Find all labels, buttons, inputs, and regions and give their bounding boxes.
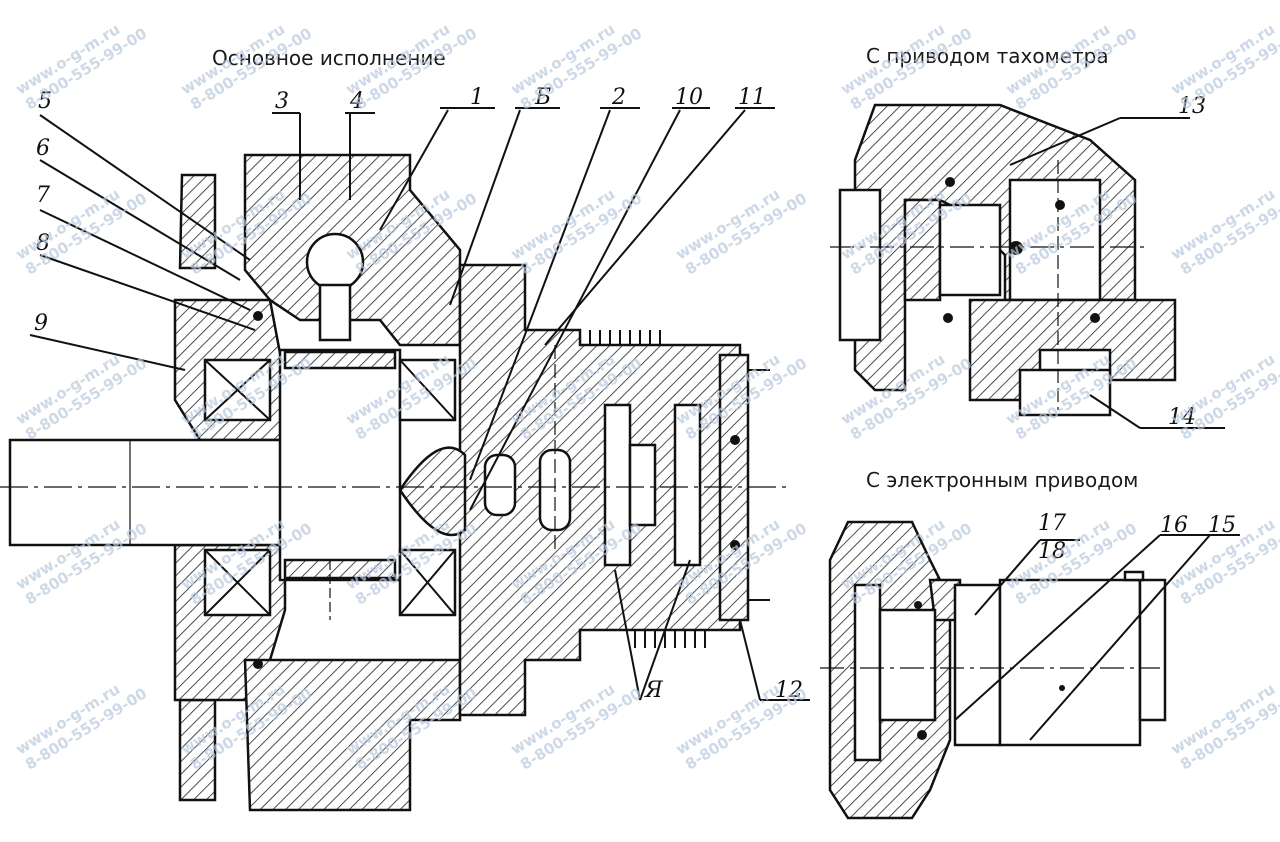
main-view-caption: Основное исполнение — [212, 46, 446, 70]
label-15: 15 — [1208, 513, 1236, 538]
tachometer-drive-drawing — [830, 103, 1177, 417]
label-18: 18 — [1038, 539, 1066, 564]
label-10: 10 — [675, 85, 703, 110]
label-16: 16 — [1160, 513, 1188, 538]
label-4: 4 — [349, 89, 364, 114]
label-2: 2 — [611, 85, 626, 110]
label-12: 12 — [775, 678, 803, 703]
leader-lines-main — [29, 107, 810, 701]
label-1: 1 — [470, 85, 484, 110]
label-11: 11 — [738, 85, 766, 110]
electronic-drive-drawing — [820, 520, 1167, 820]
label-9: 9 — [34, 311, 48, 336]
label-8: 8 — [36, 231, 50, 256]
label-14: 14 — [1168, 405, 1196, 430]
leader-lines-tachometer — [1009, 117, 1225, 429]
tachometer-view-caption: С приводом тахометра — [866, 44, 1109, 68]
main-assembly-drawing — [0, 153, 790, 812]
label-3: 3 — [275, 89, 289, 114]
label-B: Б — [534, 85, 551, 110]
label-5: 5 — [38, 89, 52, 114]
label-7: 7 — [36, 183, 50, 208]
leader-lines-electronic — [954, 534, 1240, 741]
part-labels-main: 5 6 7 8 9 3 4 1 Б 2 10 11 Я 12 — [34, 85, 803, 703]
electronic-view-caption: С электронным приводом — [866, 468, 1139, 492]
label-13: 13 — [1178, 94, 1206, 119]
label-A: Я — [644, 678, 664, 703]
label-17: 17 — [1038, 511, 1066, 536]
label-6: 6 — [36, 136, 50, 161]
